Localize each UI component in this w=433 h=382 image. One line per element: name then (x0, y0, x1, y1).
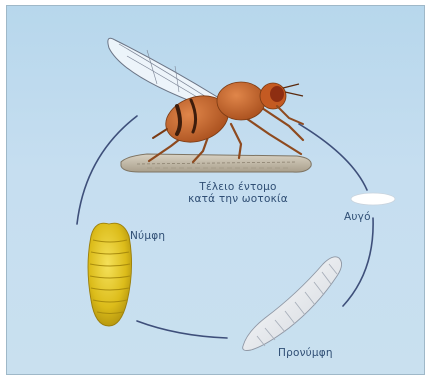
egg-shape (351, 193, 395, 205)
larva-label: Προνύμφη (278, 347, 333, 359)
pupa-shape (88, 223, 132, 326)
egg-label: Αυγό (344, 211, 371, 223)
arc-adult-to-egg (299, 124, 367, 190)
pupa-label: Νύμφη (130, 230, 165, 242)
adult-label-line1: Τέλειο έντομο (183, 181, 293, 193)
fly-thorax (217, 82, 265, 120)
adult-fly (108, 38, 303, 162)
adult-label-line2: κατά την ωοτοκία (183, 193, 293, 205)
larva-shape (243, 257, 342, 351)
life-cycle-diagram: Τέλειο έντομο κατά την ωοτοκία Αυγό Νύμφ… (6, 5, 425, 375)
arc-larva-to-pupa (137, 321, 227, 338)
arc-egg-to-larva (343, 218, 373, 306)
perch-twig (121, 154, 311, 172)
adult-label: Τέλειο έντομο κατά την ωοτοκία (183, 181, 293, 205)
